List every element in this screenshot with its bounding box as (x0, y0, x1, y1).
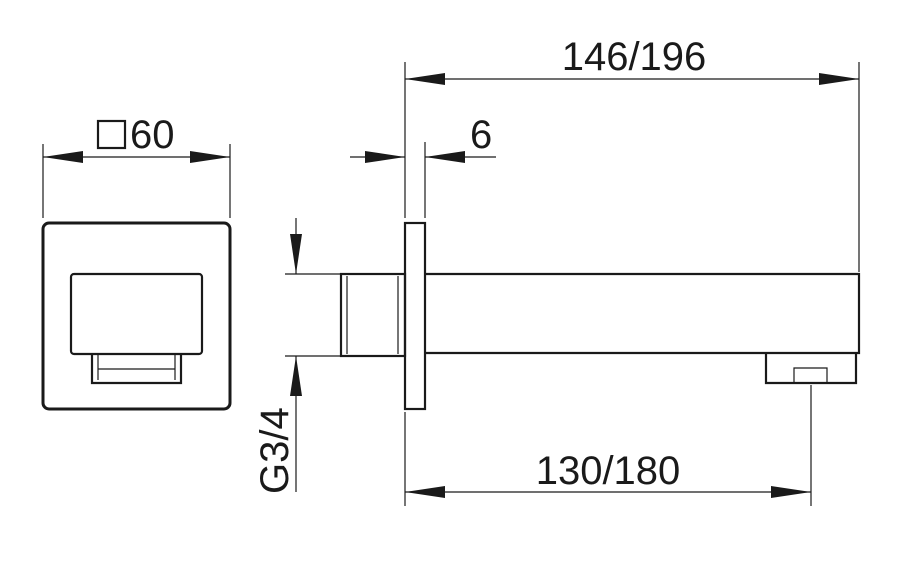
dim-flange-thickness: 6 (350, 113, 496, 218)
flange (403, 221, 427, 411)
dim-thread: G3/4 (253, 218, 340, 494)
arrow-right (190, 151, 230, 163)
escutcheon-outline (41, 221, 232, 411)
threaded-connector (339, 272, 407, 358)
aerator (764, 353, 858, 385)
side-view (339, 221, 861, 411)
spout-length-label: 130/180 (536, 449, 681, 493)
arrow-right (771, 486, 811, 498)
thread-label: G3/4 (253, 407, 297, 494)
front-view (41, 221, 232, 411)
spout-face (69, 272, 204, 356)
arrow-right (425, 151, 465, 163)
aerator-inner (793, 367, 828, 383)
dim-total-length: 146/196 (404, 35, 860, 272)
arrow-top (290, 234, 302, 274)
arrow-right (819, 73, 859, 85)
dim-spout-length: 130/180 (404, 385, 812, 506)
square-symbol-icon (96, 119, 127, 150)
spout-body (425, 272, 861, 355)
total-length-label: 146/196 (562, 35, 707, 79)
square-size-label: 60 (130, 113, 175, 157)
arrow-bottom (290, 356, 302, 396)
spout-outlet (90, 354, 183, 385)
arrow-left (405, 73, 445, 85)
arrow-left (405, 486, 445, 498)
arrow-left (43, 151, 83, 163)
flange-thickness-label: 6 (470, 113, 492, 157)
arrow-left (365, 151, 405, 163)
dim-square: 60 (42, 113, 231, 218)
